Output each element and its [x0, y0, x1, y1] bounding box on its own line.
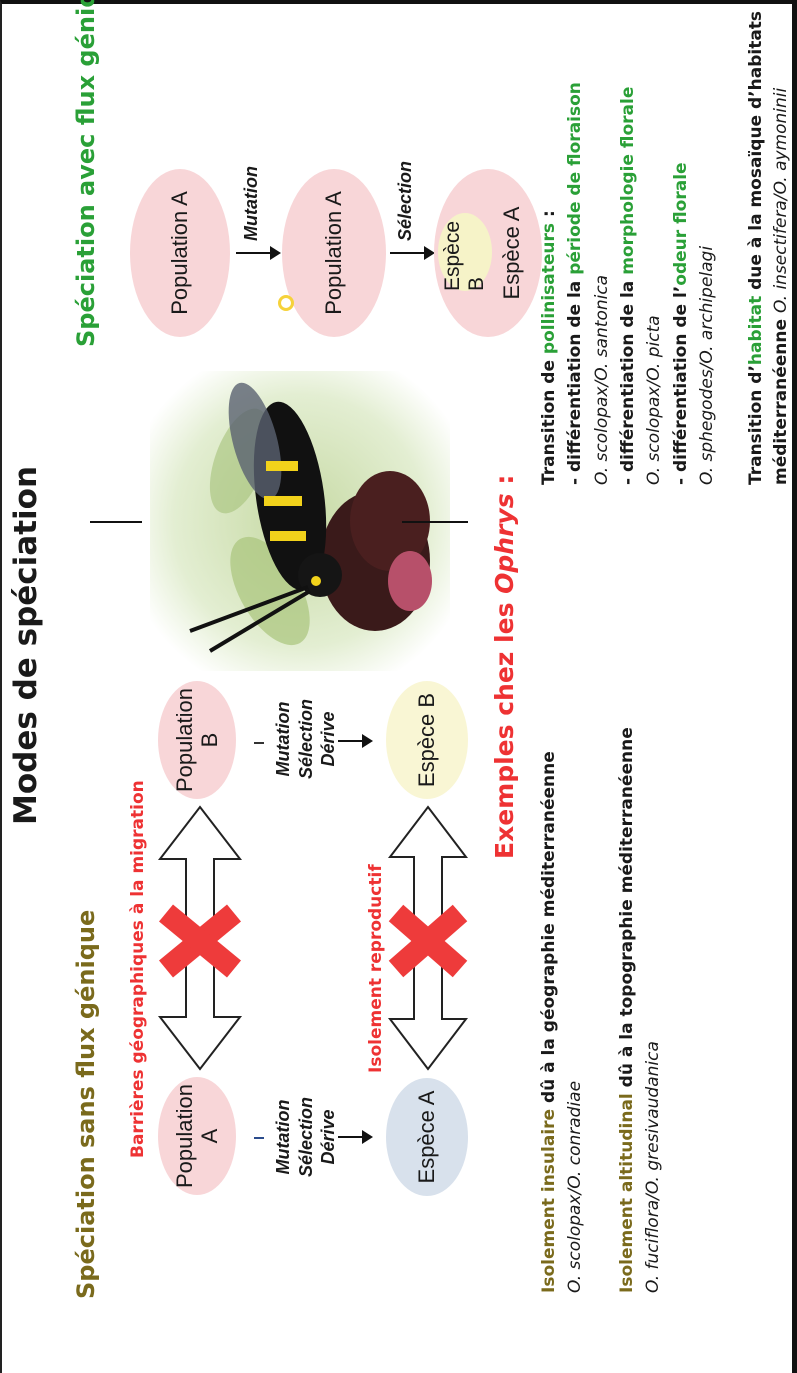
right-population-a-ellipse: Population A — [130, 169, 230, 337]
heading-with-gene-flow: Spéciation avec flux génique — [72, 0, 100, 347]
population-b-label: Population B — [172, 681, 223, 799]
population-a-ellipse: Population A — [158, 1077, 236, 1195]
habitat-a: Transition d’ — [746, 365, 766, 485]
page-title: Modes de spéciation — [8, 466, 44, 825]
species-b-label: Espèce B — [414, 693, 439, 787]
tick-mark-a — [254, 1137, 264, 1139]
examples-heading-suffix: : — [490, 475, 519, 494]
right-population-a-mutated-label: Population A — [321, 191, 346, 315]
pollinator-item-1-species: O. scolopax/O. santonica — [589, 82, 615, 485]
photo-divider-top — [90, 521, 142, 523]
step-mutation: Mutation — [240, 166, 263, 241]
population-b-ellipse: Population B — [158, 681, 236, 799]
pollinator-intro-highlight: pollinisateurs — [539, 223, 559, 354]
right-species-b-label: Espèce B — [441, 213, 489, 291]
examples-heading-genus: Ophrys — [490, 493, 519, 593]
process-b: Mutation Sélection Dérive — [272, 691, 340, 787]
right-species-b-inner: Espèce B — [438, 213, 492, 291]
pollinator-intro-b: : — [539, 210, 559, 223]
mutation-marker — [278, 295, 294, 311]
pollinator-item-3-species: O. sphegodes/O. archipelagi — [694, 82, 720, 485]
pollinator-item-2-highlight: morphologie florale — [618, 87, 638, 275]
pollinator-item-3-prefix: - différentiation de l’ — [671, 286, 691, 485]
pollinator-item-2-prefix: - différentiation de la — [618, 275, 638, 485]
species-a-label: Espèce A — [414, 1091, 439, 1184]
altitudinal-rest: dû à la topographie méditerranéenne — [617, 727, 637, 1093]
barrier-label: Barrières géographiques à la migration — [128, 780, 148, 1158]
altitudinal-example: Isolement altitudinal dû à la topographi… — [614, 727, 667, 1293]
arrow-mutation — [236, 243, 282, 263]
altitudinal-species: O. fuciflora/O. gresivaudanica — [640, 727, 666, 1293]
process-b-mutation: Mutation — [272, 691, 295, 787]
arrow-down-b — [338, 731, 374, 751]
photo-divider-bottom — [402, 521, 468, 523]
arrow-selection — [390, 243, 436, 263]
heading-without-gene-flow: Spéciation sans flux génique — [72, 910, 100, 1299]
insular-example: Isolement insulaire dû à la géographie m… — [536, 751, 589, 1293]
pollinator-item-2-species: O. scolopax/O. picta — [641, 82, 667, 485]
pollinator-intro-a: Transition de — [539, 354, 559, 485]
step-selection: Sélection — [394, 161, 417, 241]
tick-mark-b — [254, 742, 264, 744]
insular-highlight: Isolement insulaire — [539, 1109, 559, 1293]
process-a: Mutation Sélection Dérive — [272, 1089, 340, 1185]
right-population-a-mutated-ellipse: Population A — [282, 169, 386, 337]
right-species-a-label: Espèce A — [499, 207, 524, 300]
arrow-down-a — [338, 1127, 374, 1147]
habitat-species: O. insectifera/O. aymoninii — [771, 88, 791, 313]
pollinator-example: Transition de pollinisateurs : - différe… — [536, 82, 720, 485]
examples-heading-prefix: Exemples chez les — [490, 594, 519, 859]
process-a-drift: Dérive — [317, 1089, 340, 1185]
population-a-label: Population A — [172, 1077, 223, 1195]
migration-barrier-arrow — [152, 803, 248, 1073]
pollinator-item-1-highlight: période de floraison — [565, 82, 585, 275]
process-b-selection: Sélection — [295, 691, 318, 787]
process-a-mutation: Mutation — [272, 1089, 295, 1185]
habitat-highlight: habitat — [746, 296, 766, 365]
pollinator-item-3-highlight: odeur florale — [671, 162, 691, 285]
examples-heading: Exemples chez les Ophrys : — [490, 475, 519, 859]
process-a-selection: Sélection — [295, 1089, 318, 1185]
pollinator-item-1-prefix: - différentiation de la — [565, 275, 585, 485]
reproductive-isolation-arrow — [382, 803, 474, 1073]
process-b-drift: Dérive — [317, 691, 340, 787]
insular-species: O. scolopax/O. conradiae — [562, 751, 588, 1293]
altitudinal-highlight: Isolement altitudinal — [617, 1093, 637, 1293]
right-population-a-label: Population A — [167, 191, 192, 315]
habitat-b: due à la mosaïque d’habitats — [746, 11, 766, 296]
habitat-example: Transition d’habitat due à la mosaïque d… — [744, 11, 793, 485]
species-a-ellipse: Espèce A — [386, 1078, 468, 1196]
species-b-ellipse: Espèce B — [386, 681, 468, 799]
insular-rest: dû à la géographie méditerranéenne — [539, 751, 559, 1109]
habitat-line2: méditerranéenne — [771, 313, 791, 485]
